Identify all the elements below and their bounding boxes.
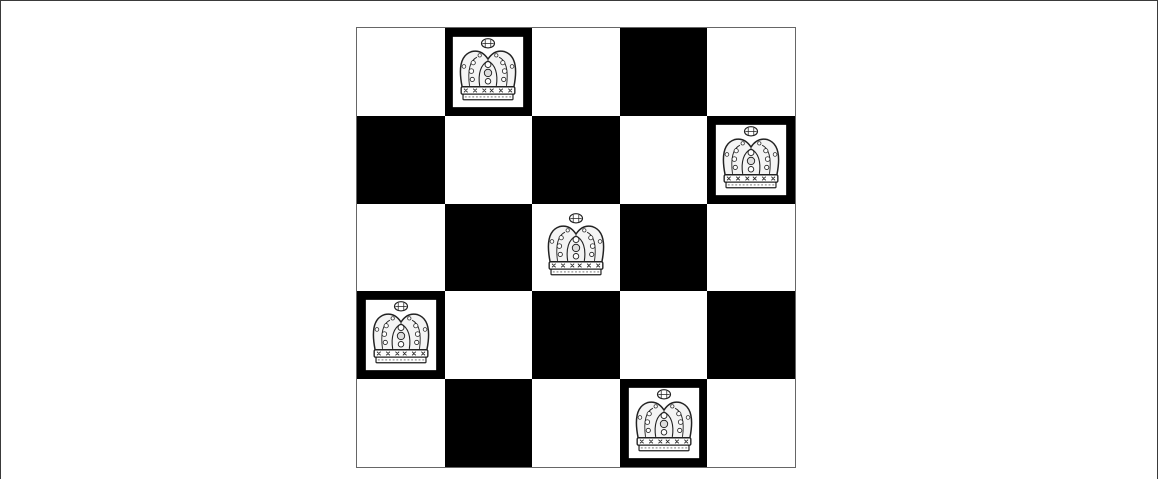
board-square-r2-c4[interactable]: [620, 116, 708, 204]
board-square-r5-c3[interactable]: [532, 379, 620, 467]
board-square-r2-c5[interactable]: [707, 116, 795, 204]
board-square-r3-c2[interactable]: [445, 204, 533, 292]
board-square-r2-c2[interactable]: [445, 116, 533, 204]
board-square-r5-c5[interactable]: [707, 379, 795, 467]
board-square-r2-c1[interactable]: [357, 116, 445, 204]
board-square-r3-c4[interactable]: [620, 204, 708, 292]
board-square-r1-c3[interactable]: [532, 28, 620, 116]
board-square-r5-c1[interactable]: [357, 379, 445, 467]
crown-icon[interactable]: [364, 298, 438, 372]
crown-icon[interactable]: [714, 123, 788, 197]
board-square-r4-c3[interactable]: [532, 291, 620, 379]
board-square-r1-c2[interactable]: [445, 28, 533, 116]
board-square-r5-c2[interactable]: [445, 379, 533, 467]
board-square-r3-c3[interactable]: [532, 204, 620, 292]
board-square-r4-c5[interactable]: [707, 291, 795, 379]
board-square-r5-c4[interactable]: [620, 379, 708, 467]
board-square-r1-c1[interactable]: [357, 28, 445, 116]
board-square-r2-c3[interactable]: [532, 116, 620, 204]
board-square-r4-c4[interactable]: [620, 291, 708, 379]
crown-icon[interactable]: [539, 210, 613, 284]
chess-board: [356, 27, 796, 468]
board-square-r3-c1[interactable]: [357, 204, 445, 292]
board-square-r4-c1[interactable]: [357, 291, 445, 379]
board-square-r4-c2[interactable]: [445, 291, 533, 379]
board-square-r3-c5[interactable]: [707, 204, 795, 292]
crown-icon[interactable]: [627, 386, 701, 460]
board-square-r1-c4[interactable]: [620, 28, 708, 116]
crown-icon[interactable]: [451, 35, 525, 109]
board-square-r1-c5[interactable]: [707, 28, 795, 116]
